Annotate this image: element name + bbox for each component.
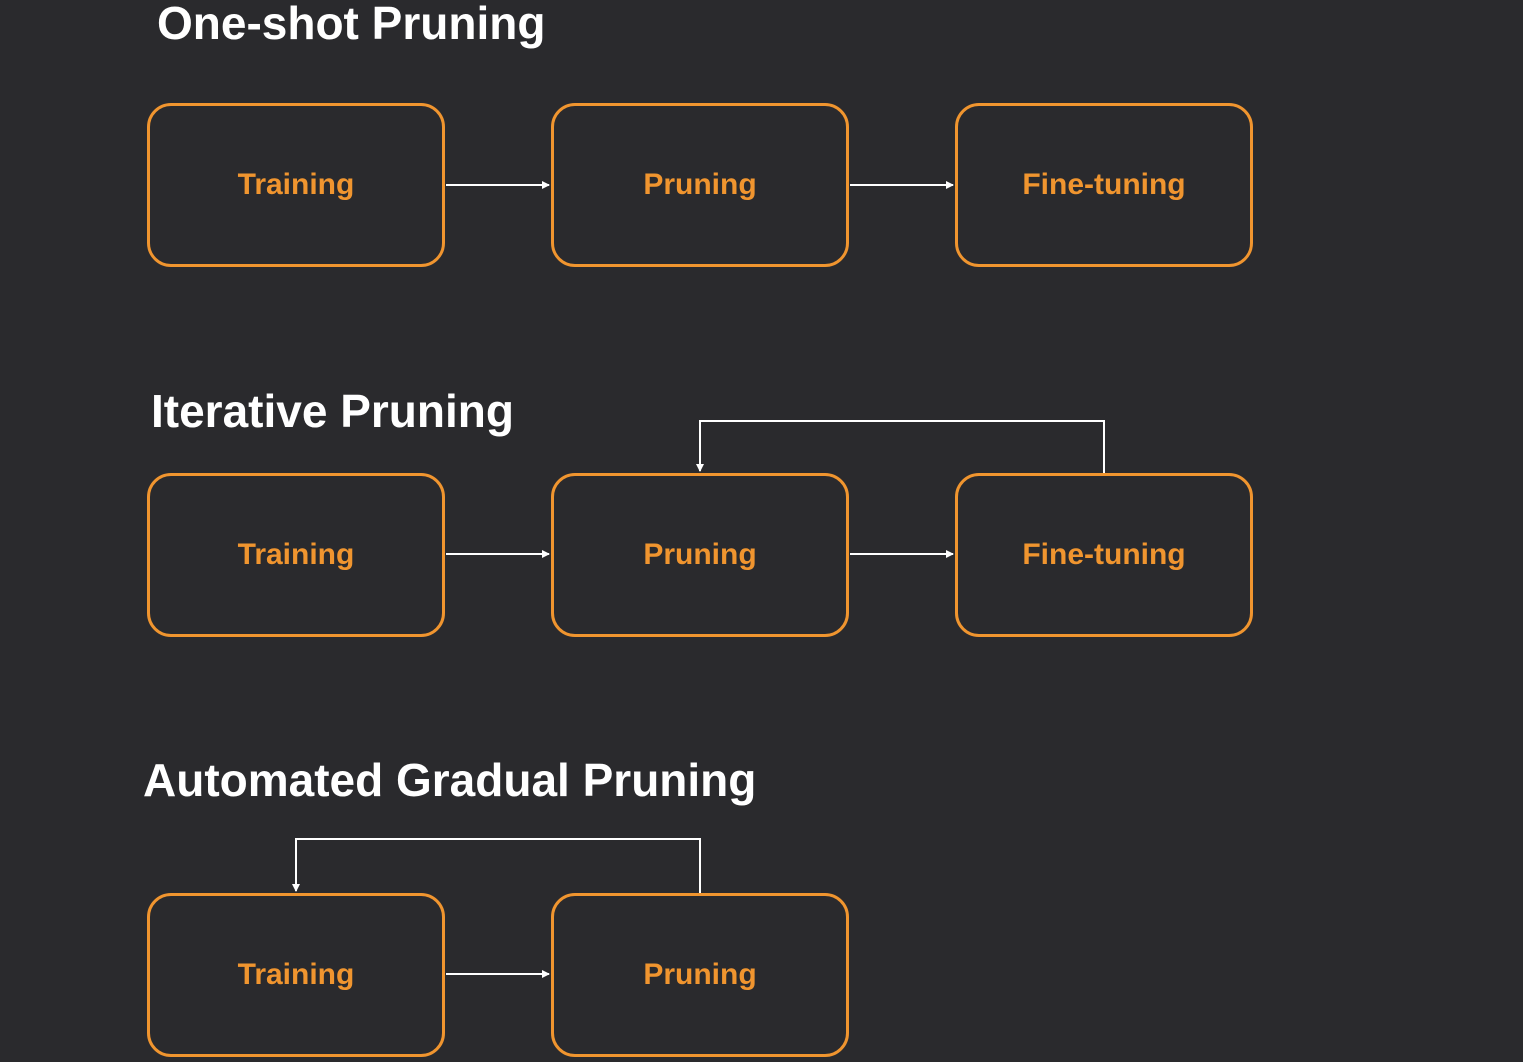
step-box-pruning: Pruning xyxy=(551,473,849,637)
step-label: Fine-tuning xyxy=(1022,168,1186,201)
step-label: Training xyxy=(237,538,355,571)
step-box-training: Training xyxy=(147,893,445,1057)
step-label: Pruning xyxy=(643,958,757,991)
step-label: Fine-tuning xyxy=(1022,538,1186,571)
step-box-fine-tuning: Fine-tuning xyxy=(955,473,1253,637)
step-box-pruning: Pruning xyxy=(551,893,849,1057)
loop-arrow-fine-tuning-to-pruning xyxy=(696,420,1105,473)
step-label: Training xyxy=(237,168,355,201)
step-box-training: Training xyxy=(147,103,445,267)
section-title-one-shot: One-shot Pruning xyxy=(157,0,546,49)
step-box-pruning: Pruning xyxy=(551,103,849,267)
section-title-iterative: Iterative Pruning xyxy=(151,385,514,437)
step-label: Pruning xyxy=(643,168,757,201)
step-label: Pruning xyxy=(643,538,757,571)
step-label: Training xyxy=(237,958,355,991)
section-title-automated-gradual: Automated Gradual Pruning xyxy=(143,754,757,806)
step-box-training: Training xyxy=(147,473,445,637)
step-box-fine-tuning: Fine-tuning xyxy=(955,103,1253,267)
loop-arrow-pruning-to-training xyxy=(292,838,701,893)
